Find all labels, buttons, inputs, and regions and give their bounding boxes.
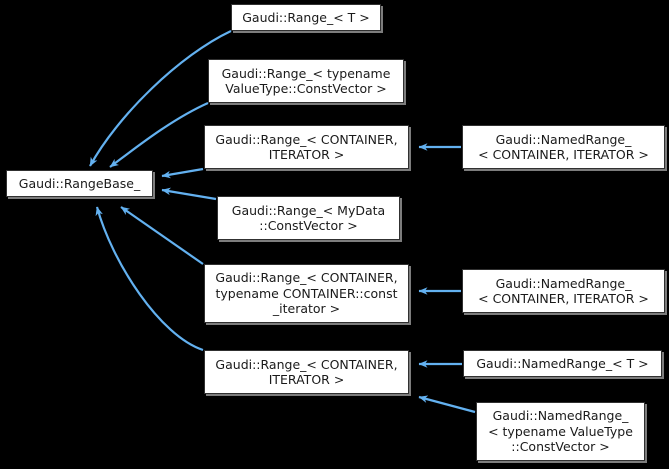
node-label: Gaudi::NamedRange_ < CONTAINER, ITERATOR… xyxy=(478,131,649,163)
node-gaudi-range-t[interactable]: Gaudi::Range_< T > xyxy=(231,4,381,31)
node-label: Gaudi::NamedRange_ < CONTAINER, ITERATOR… xyxy=(478,275,649,307)
node-label: Gaudi::Range_< typename ValueType::Const… xyxy=(221,65,391,97)
node-gaudi-namedrange-container-iterator-b[interactable]: Gaudi::NamedRange_ < CONTAINER, ITERATOR… xyxy=(462,269,665,313)
node-label: Gaudi::NamedRange_ < typename ValueType … xyxy=(488,408,633,455)
edge-range-mydata-to-rangebase xyxy=(161,187,217,201)
node-gaudi-range-mydata-constvector[interactable]: Gaudi::Range_< MyData ::ConstVector > xyxy=(217,196,400,240)
node-gaudi-range-container-iterator-a[interactable]: Gaudi::Range_< CONTAINER, ITERATOR > xyxy=(204,125,409,169)
node-gaudi-rangebase[interactable]: Gaudi::RangeBase_ xyxy=(6,170,153,197)
node-gaudi-namedrange-container-iterator-a[interactable]: Gaudi::NamedRange_ < CONTAINER, ITERATOR… xyxy=(462,125,665,169)
node-label: Gaudi::Range_< CONTAINER, ITERATOR > xyxy=(215,131,398,163)
node-label: Gaudi::Range_< CONTAINER, ITERATOR > xyxy=(215,356,398,388)
edge-range-container-iterator-b-to-rangebase xyxy=(95,206,204,352)
edge-range-const-iterator-to-rangebase xyxy=(120,206,204,265)
edge-namedrange-valuetype-to-range-b xyxy=(418,395,476,414)
node-label: Gaudi::RangeBase_ xyxy=(18,175,141,191)
node-gaudi-namedrange-valuetype-constvector[interactable]: Gaudi::NamedRange_ < typename ValueType … xyxy=(476,402,645,461)
node-gaudi-range-container-iterator-b[interactable]: Gaudi::Range_< CONTAINER, ITERATOR > xyxy=(204,350,409,394)
node-label: Gaudi::NamedRange_< T > xyxy=(476,355,649,371)
node-label: Gaudi::Range_< T > xyxy=(242,9,370,25)
node-label: Gaudi::Range_< CONTAINER, typename CONTA… xyxy=(215,270,398,317)
edge-range-container-iterator-a-to-rangebase xyxy=(161,167,204,179)
node-label: Gaudi::Range_< MyData ::ConstVector > xyxy=(231,202,386,234)
edge-range-valuetype-to-rangebase xyxy=(109,101,209,168)
node-gaudi-namedrange-t[interactable]: Gaudi::NamedRange_< T > xyxy=(463,350,662,377)
node-gaudi-range-valuetype-constvector[interactable]: Gaudi::Range_< typename ValueType::Const… xyxy=(208,59,404,103)
node-gaudi-range-container-const-iterator[interactable]: Gaudi::Range_< CONTAINER, typename CONTA… xyxy=(204,264,409,323)
